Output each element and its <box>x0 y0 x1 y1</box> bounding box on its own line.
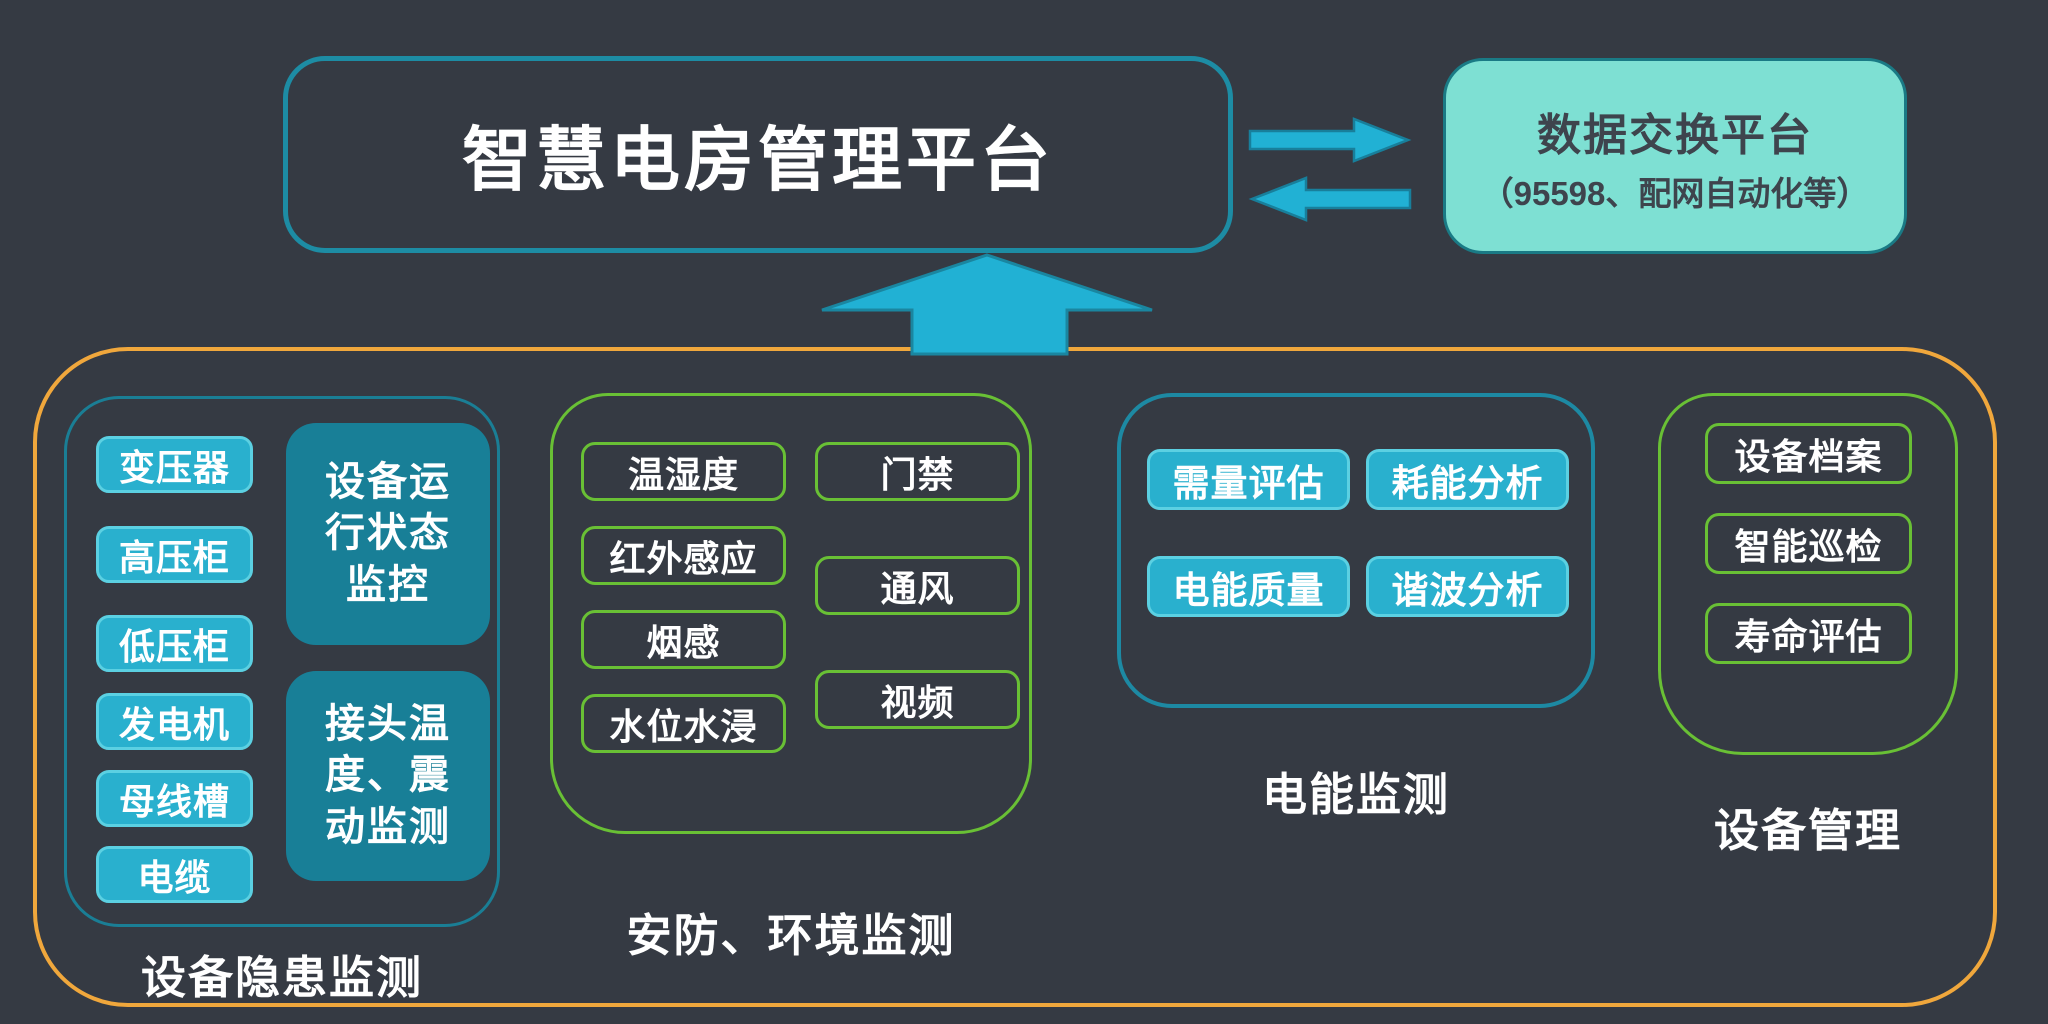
left-arrow-icon <box>1248 176 1412 222</box>
main-platform-box: 智慧电房管理平台 <box>283 56 1233 253</box>
running-status-panel: 设备运 行状态 监控 <box>286 423 490 645</box>
water-level-item: 水位水浸 <box>581 694 786 753</box>
group-security-environment: 温湿度 红外感应 烟感 水位水浸 门禁 通风 视频 <box>550 393 1032 834</box>
panel-line: 动监测 <box>325 804 451 849</box>
panel-line: 监控 <box>346 562 430 607</box>
lv-cabinet-item: 低压柜 <box>96 615 253 672</box>
data-exchange-subtitle: （95598、配网自动化等） <box>1480 175 1870 213</box>
temp-humidity-item: 温湿度 <box>581 442 786 501</box>
panel-line: 接头温 <box>325 702 451 747</box>
video-item: 视频 <box>815 670 1020 729</box>
main-platform-title: 智慧电房管理平台 <box>462 121 1054 199</box>
smoke-item: 烟感 <box>581 610 786 669</box>
ventilation-item: 通风 <box>815 556 1020 615</box>
data-exchange-title: 数据交换平台 <box>1537 110 1813 160</box>
device-mgmt-group-label: 设备管理 <box>1713 805 1902 856</box>
hazard-group-label: 设备隐患监测 <box>140 952 423 1003</box>
energy-analysis-item: 耗能分析 <box>1366 449 1569 510</box>
panel-line: 设备运 <box>325 460 451 505</box>
data-exchange-box: 数据交换平台 （95598、配网自动化等） <box>1443 58 1907 254</box>
group-device-management: 设备档案 智能巡检 寿命评估 <box>1658 393 1958 755</box>
security-env-group-label: 安防、环境监测 <box>626 910 956 961</box>
group-hazard-monitoring: 变压器 高压柜 低压柜 发电机 母线槽 电缆 设备运 行状态 监控 接头温 度、… <box>64 396 500 927</box>
smart-inspection-item: 智能巡检 <box>1705 513 1912 574</box>
right-arrow-icon <box>1248 117 1412 163</box>
group-power-monitoring: 需量评估 耗能分析 电能质量 谐波分析 <box>1117 393 1595 708</box>
device-archive-item: 设备档案 <box>1705 423 1912 484</box>
cable-item: 电缆 <box>96 846 253 903</box>
demand-assessment-item: 需量评估 <box>1147 449 1350 510</box>
transformer-item: 变压器 <box>96 436 253 493</box>
joint-temp-vibration-panel: 接头温 度、震 动监测 <box>286 671 490 881</box>
access-control-item: 门禁 <box>815 442 1020 501</box>
up-arrow-icon <box>821 253 1153 356</box>
panel-line: 行状态 <box>325 511 451 556</box>
power-quality-item: 电能质量 <box>1147 556 1350 617</box>
generator-item: 发电机 <box>96 693 253 750</box>
infrared-item: 红外感应 <box>581 526 786 585</box>
harmonic-analysis-item: 谐波分析 <box>1366 556 1569 617</box>
panel-line: 度、震 <box>325 753 451 798</box>
power-group-label: 电能监测 <box>1261 769 1450 820</box>
hv-cabinet-item: 高压柜 <box>96 526 253 583</box>
busway-item: 母线槽 <box>96 770 253 827</box>
life-assessment-item: 寿命评估 <box>1705 603 1912 664</box>
